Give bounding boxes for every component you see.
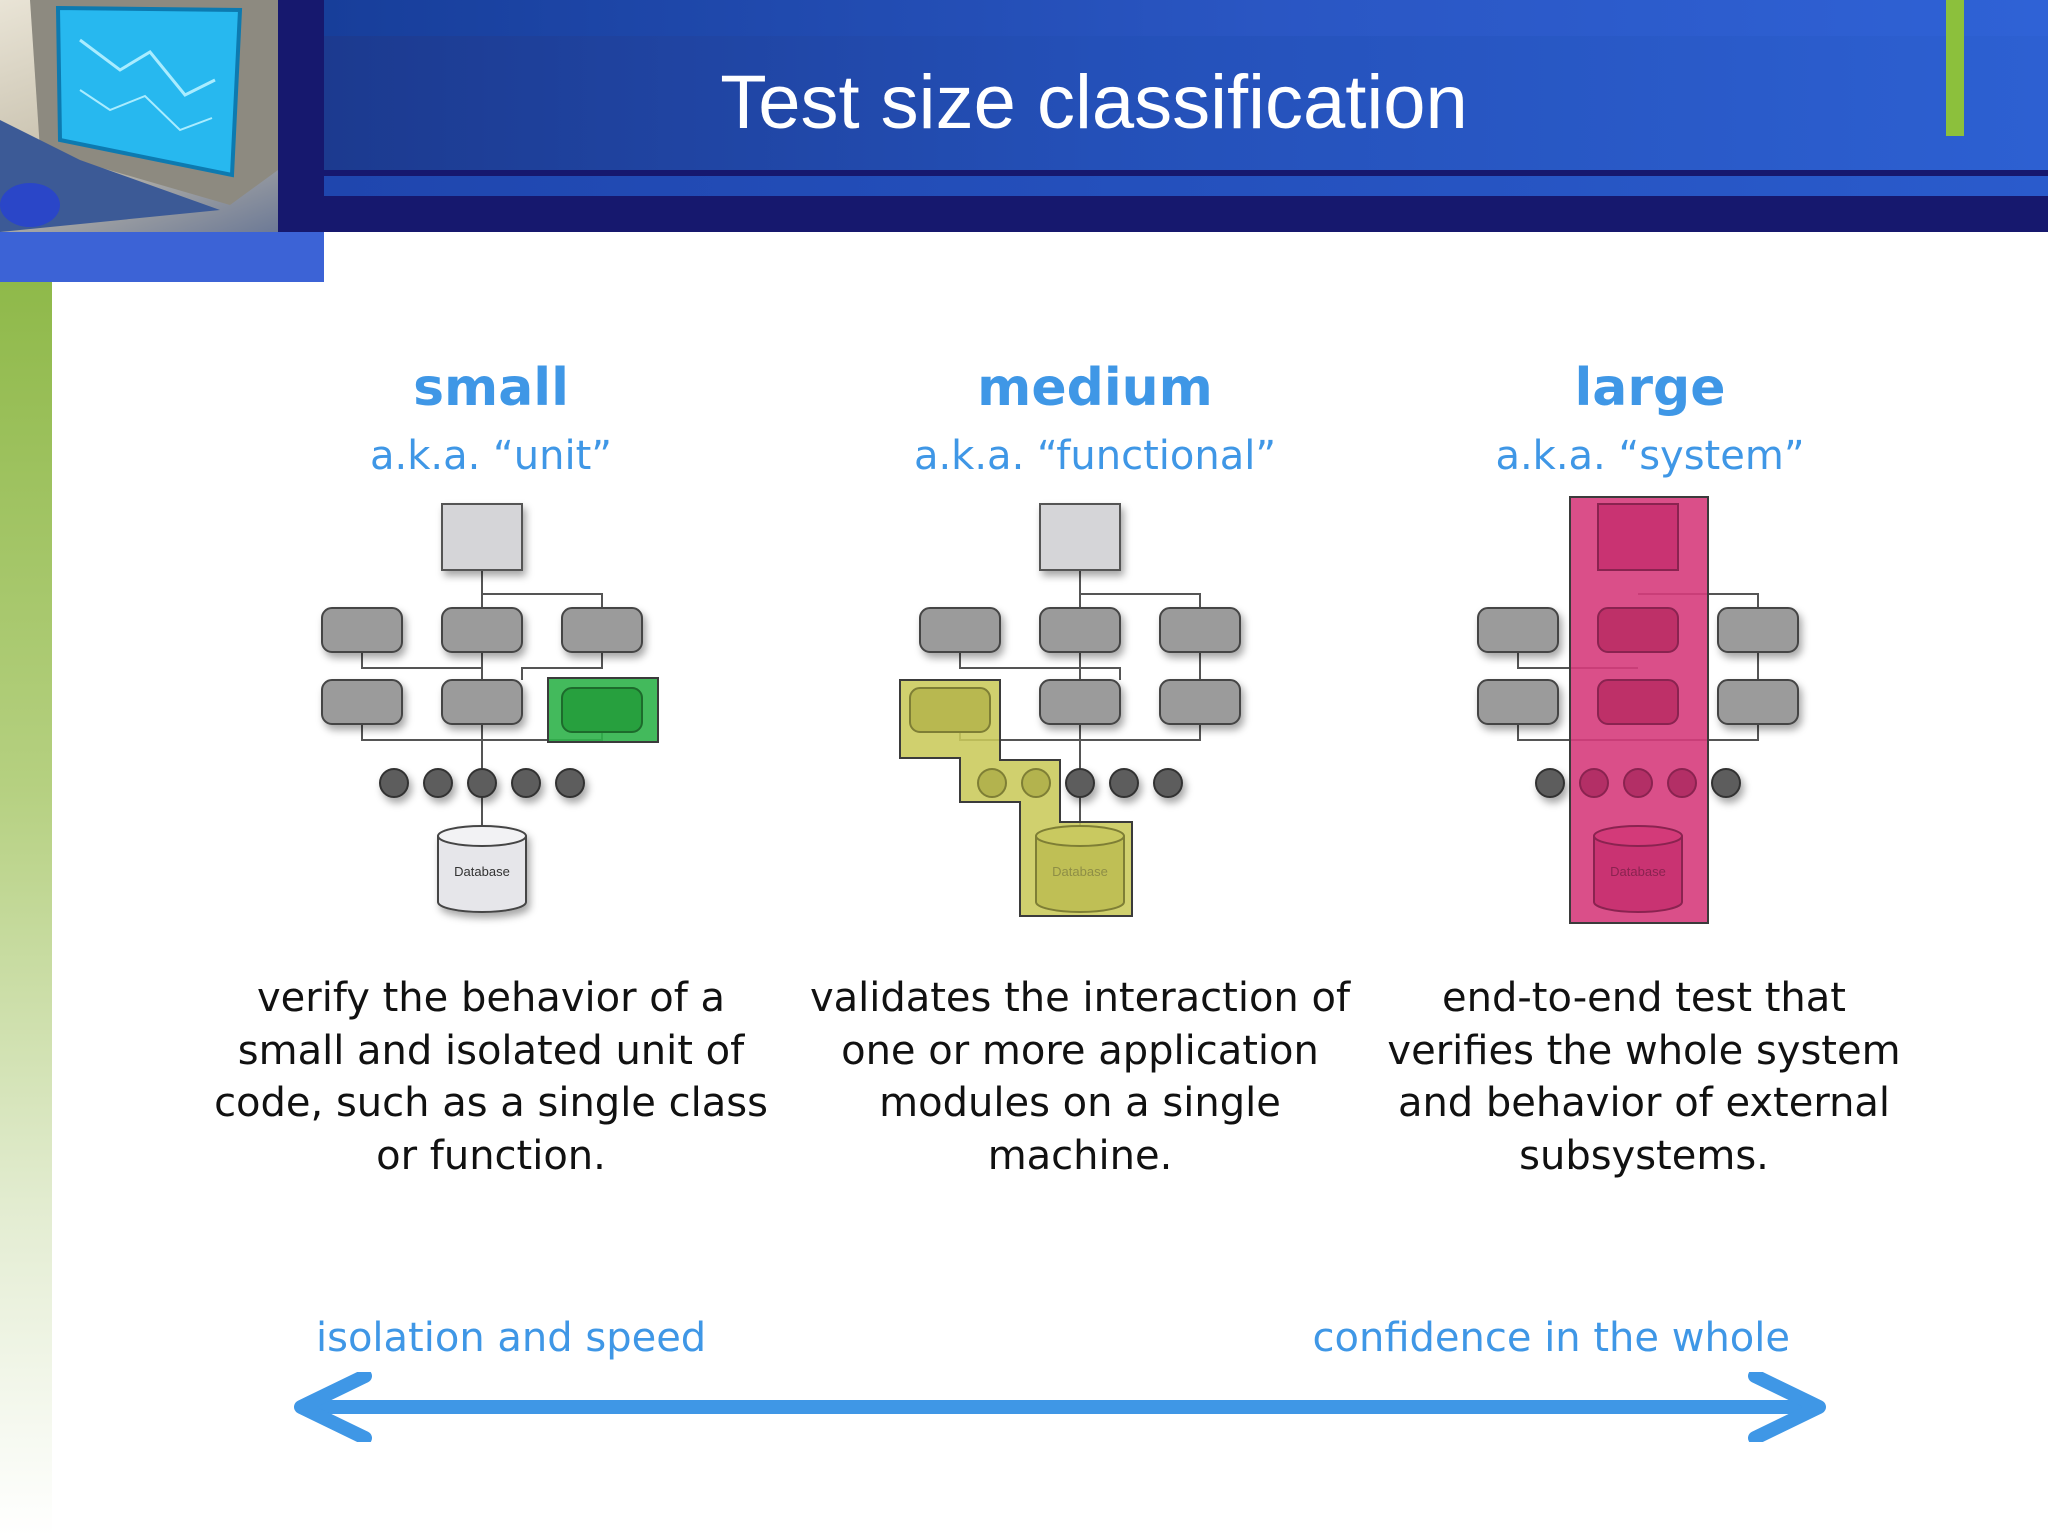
unit-node [379, 768, 409, 798]
main-component-box [441, 503, 523, 571]
unit-node [511, 768, 541, 798]
unit-node-highlighted [1623, 768, 1653, 798]
unit-node [1065, 768, 1095, 798]
description-small: verify the behavior of a small and isola… [214, 975, 768, 1179]
architecture-diagram-medium: Database [899, 503, 1241, 917]
module-box [441, 607, 523, 653]
unit-node [1153, 768, 1183, 798]
unit-node [423, 768, 453, 798]
unit-node [1109, 768, 1139, 798]
left-gradient-bar [0, 282, 52, 1536]
database-label: Database [454, 864, 510, 879]
module-box [1039, 679, 1121, 725]
architecture-diagram-small: Database [321, 503, 659, 913]
description-medium: validates the interaction of one or more… [809, 975, 1351, 1179]
module-box [321, 607, 403, 653]
architecture-diagram-large: Database [1477, 496, 1799, 924]
column-aka-medium: a.k.a. “functional” [913, 433, 1277, 479]
module-box [441, 679, 523, 725]
double-headed-arrow-icon [294, 1372, 1826, 1442]
column-small: small a.k.a. “unit” [211, 350, 771, 486]
header-top-stripe [324, 0, 2048, 36]
column-medium: medium a.k.a. “functional” [815, 350, 1375, 486]
module-box [561, 607, 643, 653]
module-box [1717, 607, 1799, 653]
module-box-highlighted [1597, 679, 1679, 725]
unit-node [467, 768, 497, 798]
unit-node [1711, 768, 1741, 798]
module-box [1717, 679, 1799, 725]
module-box [1477, 607, 1559, 653]
database-label: Database [1610, 864, 1666, 879]
module-box [1039, 607, 1121, 653]
column-title-medium: medium [977, 358, 1213, 418]
module-box-highlighted [1597, 607, 1679, 653]
header-bottom-stripe [324, 176, 2048, 196]
column-aka-small: a.k.a. “unit” [370, 433, 612, 479]
column-aka-large: a.k.a. “system” [1495, 433, 1805, 479]
slide-title: Test size classification [720, 60, 1468, 145]
axis-label-isolation: isolation and speed [316, 1315, 707, 1361]
module-box [1477, 679, 1559, 725]
computer-monitor-logo [0, 0, 278, 232]
unit-node [1535, 768, 1565, 798]
unit-node-highlighted [977, 768, 1007, 798]
module-box-highlighted [909, 687, 991, 733]
database-icon [1593, 825, 1683, 913]
module-box [321, 679, 403, 725]
unit-node-highlighted [1667, 768, 1697, 798]
unit-node [555, 768, 585, 798]
module-box [1159, 679, 1241, 725]
column-title-small: small [413, 358, 569, 418]
column-title-large: large [1574, 358, 1726, 418]
module-box [919, 607, 1001, 653]
header-blue-tab [0, 232, 324, 282]
main-component-box-highlighted [1597, 503, 1679, 571]
module-box [1159, 607, 1241, 653]
axis-label-confidence: confidence in the whole [1312, 1315, 1790, 1361]
unit-node-highlighted [1021, 768, 1051, 798]
database-icon [437, 825, 527, 913]
header-title-band [324, 36, 2048, 170]
module-box-highlighted [561, 687, 643, 733]
database-label: Database [1052, 864, 1108, 879]
column-large: large a.k.a. “system” [1370, 350, 1930, 486]
unit-node-highlighted [1579, 768, 1609, 798]
main-component-box [1039, 503, 1121, 571]
description-large: end-to-end test that verifies the whole … [1387, 975, 1901, 1179]
database-icon [1035, 825, 1125, 913]
header-accent-bar [1946, 0, 1964, 136]
